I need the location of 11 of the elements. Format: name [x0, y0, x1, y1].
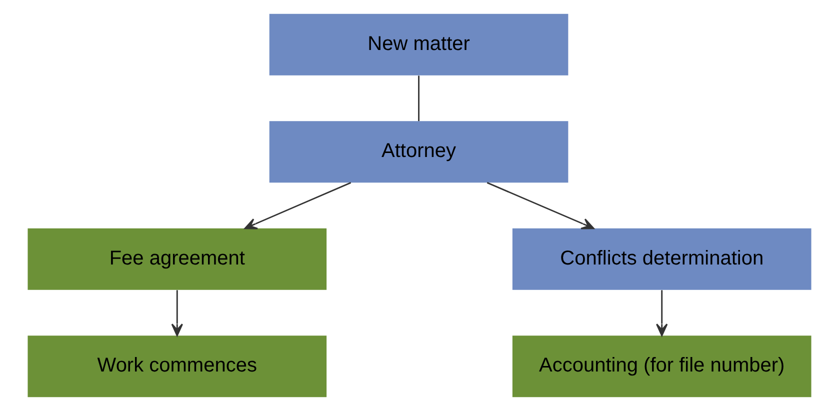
arrow	[170, 290, 182, 336]
arrow	[656, 290, 668, 336]
arrow	[486, 182, 594, 230]
arrow	[244, 182, 351, 230]
node-box: Work commences	[27, 336, 326, 398]
node-box: Conflicts determination	[512, 228, 811, 290]
node-box: New matter	[268, 14, 568, 76]
connector	[418, 76, 419, 122]
node-box: Attorney	[268, 121, 568, 183]
node-box: Accounting (for file number)	[512, 336, 811, 398]
node-box: Fee agreement	[27, 228, 326, 290]
